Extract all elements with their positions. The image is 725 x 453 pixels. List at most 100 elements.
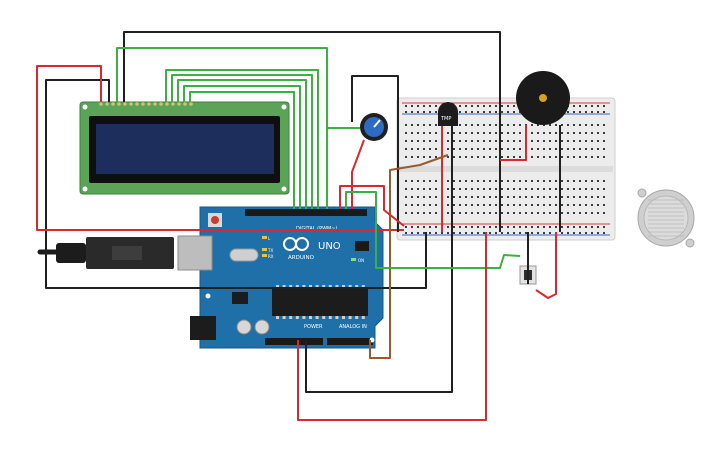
lcd-pin bbox=[165, 102, 169, 106]
breadboard-hole bbox=[597, 212, 599, 214]
breadboard-hole bbox=[429, 196, 431, 198]
chip-pin bbox=[355, 285, 359, 288]
wire-green[interactable] bbox=[177, 79, 307, 209]
breadboard-hole bbox=[525, 226, 527, 228]
breadboard-hole bbox=[507, 196, 509, 198]
breadboard-hole bbox=[567, 204, 569, 206]
usb-cable[interactable] bbox=[37, 237, 174, 269]
wire-brown[interactable] bbox=[369, 154, 449, 359]
breadboard-hole bbox=[471, 204, 473, 206]
wire-green[interactable] bbox=[189, 91, 295, 209]
breadboard-hole bbox=[501, 156, 503, 158]
breadboard-hole bbox=[579, 204, 581, 206]
breadboard-hole bbox=[417, 226, 419, 228]
breadboard-hole bbox=[519, 148, 521, 150]
breadboard-hole bbox=[525, 232, 527, 234]
chip-pin bbox=[322, 316, 326, 319]
wire-green[interactable] bbox=[345, 191, 521, 269]
board-mount-hole bbox=[205, 293, 211, 299]
chip-pin bbox=[328, 316, 332, 319]
breadboard-hole bbox=[525, 180, 527, 182]
breadboard-hole bbox=[477, 188, 479, 190]
breadboard-hole bbox=[495, 156, 497, 158]
breadboard-hole bbox=[507, 188, 509, 190]
temperature-sensor[interactable]: TMP bbox=[438, 102, 458, 126]
breadboard-hole bbox=[459, 111, 461, 113]
breadboard-hole bbox=[555, 140, 557, 142]
capacitor bbox=[236, 319, 252, 335]
lcd-display[interactable] bbox=[79, 101, 290, 195]
breadboard-hole bbox=[531, 180, 533, 182]
wire-red[interactable] bbox=[36, 65, 404, 231]
breadboard-hole bbox=[483, 196, 485, 198]
wire-red[interactable] bbox=[535, 232, 557, 299]
breadboard-hole bbox=[591, 196, 593, 198]
chip-pin bbox=[348, 285, 352, 288]
breadboard-hole bbox=[483, 212, 485, 214]
breadboard[interactable] bbox=[396, 97, 616, 241]
breadboard-hole bbox=[549, 140, 551, 142]
breadboard-hole bbox=[597, 226, 599, 228]
breadboard-hole bbox=[471, 124, 473, 126]
lcd-pin-header bbox=[99, 102, 193, 106]
breadboard-hole bbox=[603, 156, 605, 158]
breadboard-hole bbox=[477, 226, 479, 228]
gas-sensor[interactable] bbox=[637, 188, 695, 248]
breadboard-hole bbox=[597, 156, 599, 158]
wire-black[interactable] bbox=[305, 126, 453, 393]
breadboard-hole bbox=[489, 226, 491, 228]
chip-pin bbox=[295, 285, 299, 288]
breadboard-hole bbox=[471, 105, 473, 107]
arduino-uno-board[interactable]: ARDUINO UNO DIGITAL (PWM~) POWER ANALOG … bbox=[177, 206, 384, 349]
breadboard-hole bbox=[519, 124, 521, 126]
breadboard-hole bbox=[561, 212, 563, 214]
breadboard-hole bbox=[549, 204, 551, 206]
piezo-buzzer[interactable] bbox=[516, 71, 570, 125]
breadboard-hole bbox=[531, 226, 533, 228]
breadboard-hole bbox=[447, 148, 449, 150]
breadboard-hole bbox=[405, 105, 407, 107]
arduino-brand-text: ARDUINO bbox=[288, 255, 315, 261]
breadboard-hole bbox=[465, 132, 467, 134]
breadboard-hole bbox=[579, 148, 581, 150]
wire-green[interactable] bbox=[165, 69, 319, 209]
wire-red[interactable] bbox=[500, 125, 527, 161]
breadboard-hole bbox=[483, 148, 485, 150]
breadboard-hole bbox=[483, 180, 485, 182]
chip-pin bbox=[328, 285, 332, 288]
breadboard-hole bbox=[417, 212, 419, 214]
breadboard-hole bbox=[573, 140, 575, 142]
breadboard-hole bbox=[573, 156, 575, 158]
chip-pin bbox=[309, 285, 312, 288]
breadboard-hole bbox=[597, 204, 599, 206]
crystal-oscillator bbox=[229, 248, 259, 262]
breadboard-hole bbox=[435, 232, 437, 234]
breadboard-hole bbox=[513, 148, 515, 150]
wire-green[interactable] bbox=[183, 85, 301, 209]
rx-led bbox=[262, 254, 267, 257]
wire-red[interactable] bbox=[339, 185, 405, 227]
wire-black[interactable] bbox=[123, 31, 501, 232]
wire-black[interactable] bbox=[45, 79, 427, 289]
breadboard-hole bbox=[483, 140, 485, 142]
wire-red[interactable] bbox=[351, 139, 365, 209]
breadboard-hole bbox=[405, 124, 407, 126]
breadboard-hole bbox=[513, 111, 515, 113]
breadboard-hole bbox=[585, 156, 587, 158]
wire-red[interactable] bbox=[297, 232, 487, 421]
breadboard-hole bbox=[435, 180, 437, 182]
breadboard-hole bbox=[531, 140, 533, 142]
breadboard-hole bbox=[489, 140, 491, 142]
wire-green[interactable] bbox=[326, 48, 360, 129]
wire-black[interactable] bbox=[351, 75, 399, 232]
chip-pin bbox=[355, 316, 359, 319]
breadboard-hole bbox=[435, 196, 437, 198]
wire-green[interactable] bbox=[171, 74, 313, 209]
breadboard-hole bbox=[423, 212, 425, 214]
potentiometer[interactable] bbox=[360, 113, 388, 141]
breadboard-hole bbox=[543, 132, 545, 134]
breadboard-hole bbox=[465, 204, 467, 206]
lcd-pin bbox=[111, 102, 115, 106]
breadboard-hole bbox=[501, 148, 503, 150]
breadboard-hole bbox=[459, 156, 461, 158]
